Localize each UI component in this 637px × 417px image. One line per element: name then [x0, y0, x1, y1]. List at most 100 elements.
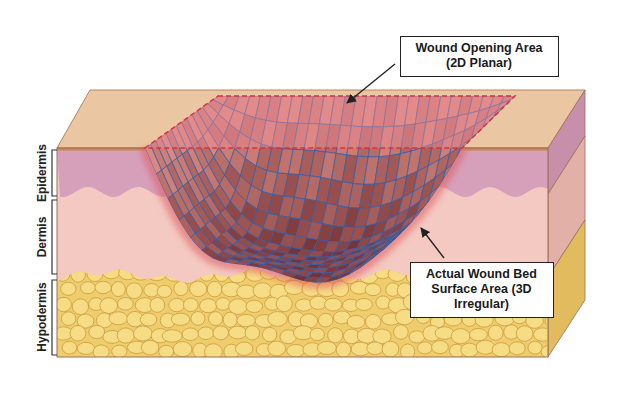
mesh-cell [412, 205, 427, 222]
fat-lobule [216, 298, 231, 311]
fat-lobule [87, 266, 103, 281]
fat-lobule [111, 282, 125, 297]
fat-lobule [62, 341, 77, 354]
fat-lobule [541, 345, 558, 358]
fat-lobule [159, 345, 174, 358]
fat-lobule [246, 300, 263, 312]
fat-lobule [150, 298, 165, 313]
mesh-cell [431, 170, 446, 193]
mesh-cell [463, 142, 478, 165]
mesh-cell [419, 204, 434, 219]
fat-lobule [140, 313, 157, 326]
fat-lobule [109, 312, 128, 325]
mesh-cell [449, 162, 464, 185]
fat-lobule [61, 282, 76, 295]
fat-lobule [198, 327, 213, 340]
fat-lobule [171, 313, 190, 325]
fat-lobule [262, 327, 276, 341]
mesh-cell [444, 169, 459, 190]
callout-box: Actual Wound Bed Surface Area (3D Irregu… [410, 262, 554, 318]
callout-box: Wound Opening Area (2D Planar) [400, 36, 559, 77]
fat-lobule [318, 313, 333, 327]
mesh-cell [402, 219, 417, 233]
fat-lobule [182, 328, 198, 341]
fat-lobule [56, 297, 71, 312]
fat-lobule [533, 328, 552, 341]
fat-lobule [347, 315, 365, 328]
mesh-cell [398, 222, 413, 236]
fat-lobule [162, 330, 182, 342]
mesh-cell [434, 184, 449, 204]
mesh-cell [432, 179, 447, 199]
mesh-cell [443, 160, 458, 182]
fat-lobule [382, 341, 399, 357]
fat-lobule [469, 328, 487, 340]
fat-lobule [133, 326, 152, 341]
mesh-cell [403, 219, 418, 231]
fat-lobule [77, 342, 95, 354]
mesh-cell [399, 222, 414, 234]
fat-lobule [528, 341, 542, 354]
fat-lobule [509, 342, 525, 355]
mesh-cell [433, 186, 448, 204]
fat-lobule [147, 268, 167, 281]
fat-lobule [165, 268, 183, 281]
fat-lobule [229, 270, 246, 283]
mesh-cell [456, 155, 471, 178]
fat-lobule [191, 312, 205, 326]
fat-lobule [328, 328, 343, 343]
mesh-cell [428, 182, 443, 202]
block-outline [57, 148, 548, 357]
fat-lobule [117, 297, 133, 310]
fat-lobule [183, 298, 198, 312]
fat-lobule [432, 341, 449, 354]
dermis-layer [57, 148, 548, 357]
mesh-cell [451, 153, 466, 176]
fat-lobule [488, 325, 503, 340]
mesh-cell [408, 214, 423, 227]
mesh-cell [426, 197, 441, 213]
fat-lobule [268, 341, 286, 356]
fat-lobule [71, 267, 85, 283]
mesh-cell [440, 173, 455, 193]
fat-lobule [388, 266, 406, 281]
opening-outline [145, 96, 515, 148]
mesh-cell [409, 210, 424, 225]
mesh-cell [421, 196, 436, 213]
fat-lobule [131, 264, 151, 280]
callout-text: Wound Opening Area (2D Planar) [409, 41, 549, 71]
fat-lobule [169, 298, 185, 311]
leader-arrow [421, 228, 444, 258]
mesh-cell [422, 201, 437, 216]
mesh-cell [453, 151, 468, 174]
mesh-cell [410, 213, 425, 226]
mesh-cell [438, 174, 453, 196]
mesh-cell [156, 170, 172, 198]
mesh-cell [460, 147, 475, 171]
fat-lobule [80, 282, 95, 294]
layer-label: Hypodermis [35, 282, 49, 351]
skin-top-face [57, 90, 585, 148]
fat-lobule [93, 345, 109, 359]
mesh-cell [353, 258, 369, 270]
fat-lobule [72, 299, 88, 315]
fat-lobule [336, 342, 351, 357]
fat-lobule [61, 312, 76, 326]
mesh-cell [406, 216, 421, 229]
fat-lobule [199, 266, 214, 281]
mesh-cell [416, 193, 431, 213]
fat-lobule [229, 326, 247, 339]
fat-lobule [367, 342, 384, 355]
fat-lobule [70, 325, 86, 341]
layer-label: Epidermis [35, 144, 49, 202]
fat-lobule [95, 281, 111, 293]
mesh-cell [439, 164, 454, 186]
fat-lobule [461, 343, 478, 357]
fat-lobule [213, 326, 229, 340]
fat-lobule [173, 342, 192, 357]
fat-lobule [190, 281, 207, 297]
mesh-cell [405, 213, 420, 229]
fat-lobule [100, 298, 118, 314]
fat-lobule [268, 312, 287, 327]
